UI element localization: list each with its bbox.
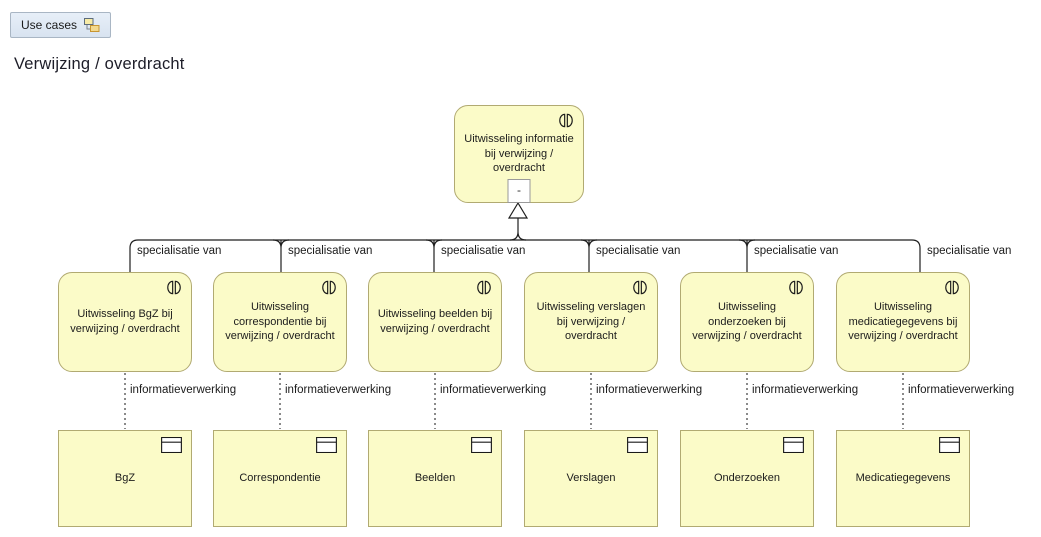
object-node-label: Onderzoeken bbox=[713, 472, 781, 485]
diagram-icon bbox=[83, 17, 100, 33]
interaction-node-medicatiegegevens[interactable]: Uitwisseling medicatiegegevens bij verwi… bbox=[836, 272, 970, 372]
interaction-node-beelden[interactable]: Uitwisseling beelden bij verwijzing / ov… bbox=[368, 272, 502, 372]
data-object-icon bbox=[316, 436, 337, 458]
specialization-edge-label: specialisatie van bbox=[288, 245, 373, 257]
specialization-edge-label: specialisatie van bbox=[441, 245, 526, 257]
generalization-arrowhead bbox=[507, 201, 529, 219]
object-node-correspondentie[interactable]: Correspondentie bbox=[213, 430, 347, 527]
interaction-node-label: Uitwisseling medicatiegegevens bij verwi… bbox=[848, 301, 958, 343]
use-cases-button-label: Use cases bbox=[21, 18, 78, 32]
information-flow-edge-label: informatieverwerking bbox=[752, 384, 859, 396]
data-object-icon bbox=[783, 436, 804, 458]
object-node-label: Verslagen bbox=[566, 472, 616, 485]
information-flow-edge-label: informatieverwerking bbox=[130, 384, 237, 396]
generalization-connector bbox=[129, 218, 921, 274]
interaction-icon bbox=[476, 279, 492, 301]
interaction-icon bbox=[166, 279, 182, 301]
interaction-node-label: Uitwisseling onderzoeken bij verwijzing … bbox=[692, 301, 802, 343]
object-node-onderzoeken[interactable]: Onderzoeken bbox=[680, 430, 814, 527]
information-flow-edge-label: informatieverwerking bbox=[596, 384, 703, 396]
data-object-icon bbox=[939, 436, 960, 458]
object-node-beelden[interactable]: Beelden bbox=[368, 430, 502, 527]
view-title: Verwijzing / overdracht bbox=[14, 55, 185, 73]
root-interaction-node[interactable]: Uitwisseling informatie bij verwijzing /… bbox=[454, 105, 584, 203]
interaction-node-onderzoeken[interactable]: Uitwisseling onderzoeken bij verwijzing … bbox=[680, 272, 814, 372]
specialization-edge-label: specialisatie van bbox=[137, 245, 222, 257]
object-node-label: Beelden bbox=[414, 472, 456, 485]
data-object-icon bbox=[627, 436, 648, 458]
interaction-icon bbox=[321, 279, 337, 301]
data-object-icon bbox=[161, 436, 182, 458]
interaction-node-label: Uitwisseling BgZ bij verwijzing / overdr… bbox=[70, 308, 180, 335]
interaction-node-correspondentie[interactable]: Uitwisseling correspondentie bij verwijz… bbox=[213, 272, 347, 372]
object-node-verslagen[interactable]: Verslagen bbox=[524, 430, 658, 527]
interaction-node-label: Uitwisseling correspondentie bij verwijz… bbox=[225, 301, 335, 343]
information-flow-edge-label: informatieverwerking bbox=[285, 384, 392, 396]
object-node-label: Medicatiegegevens bbox=[855, 472, 951, 485]
information-flow-connectors bbox=[124, 373, 904, 429]
interaction-node-label: Uitwisseling beelden bij verwijzing / ov… bbox=[377, 308, 493, 335]
interaction-node-label: Uitwisseling verslagen bij verwijzing / … bbox=[536, 301, 646, 343]
collapse-toggle[interactable]: - bbox=[507, 179, 531, 203]
interaction-icon bbox=[788, 279, 804, 301]
object-node-label: Correspondentie bbox=[239, 472, 321, 485]
object-node-bgz[interactable]: BgZ bbox=[58, 430, 192, 527]
specialization-edge-label: specialisatie van bbox=[754, 245, 839, 257]
interaction-icon bbox=[632, 279, 648, 301]
information-flow-edge-label: informatieverwerking bbox=[440, 384, 547, 396]
use-cases-button[interactable]: Use cases bbox=[10, 12, 112, 38]
information-flow-edge-label: informatieverwerking bbox=[908, 384, 1015, 396]
specialization-edge-label: specialisatie van bbox=[927, 245, 1012, 257]
specialization-edge-label: specialisatie van bbox=[596, 245, 681, 257]
interaction-node-verslagen[interactable]: Uitwisseling verslagen bij verwijzing / … bbox=[524, 272, 658, 372]
object-node-medicatiegegevens[interactable]: Medicatiegegevens bbox=[836, 430, 970, 527]
root-node-label: Uitwisseling informatie bij verwijzing /… bbox=[464, 133, 574, 175]
interaction-icon bbox=[558, 112, 574, 134]
interaction-node-bgz[interactable]: Uitwisseling BgZ bij verwijzing / overdr… bbox=[58, 272, 192, 372]
interaction-icon bbox=[944, 279, 960, 301]
data-object-icon bbox=[471, 436, 492, 458]
object-node-label: BgZ bbox=[114, 472, 136, 485]
